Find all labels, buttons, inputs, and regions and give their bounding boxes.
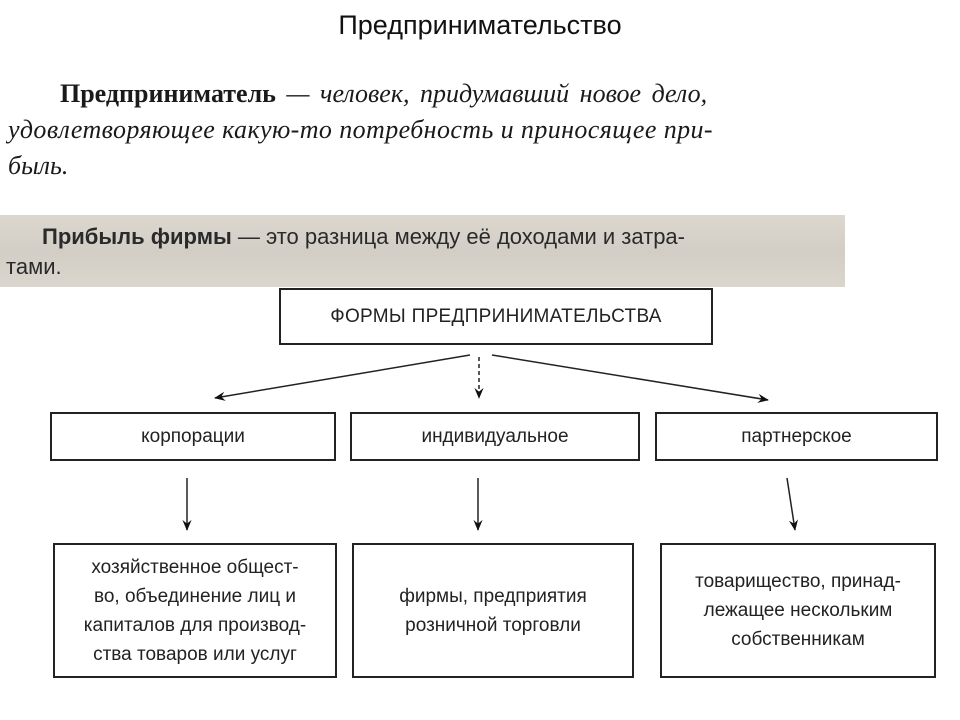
- profit-definition: Прибыль фирмы — это разница между её дох…: [0, 222, 845, 282]
- description-individual: фирмы, предприятия розничной торговли: [399, 585, 587, 636]
- form-label-individual: индивидуальное: [421, 425, 569, 447]
- profit-term: Прибыль фирмы: [42, 224, 232, 249]
- form-label-corporations: корпорации: [141, 425, 245, 447]
- description-box-corporations: хозяйственное общест- во, объединение ли…: [53, 543, 337, 678]
- arrow-root-to-corporations: [214, 354, 471, 401]
- form-box-corporations: корпорации: [50, 412, 336, 461]
- description-box-individual: фирмы, предприятия розничной торговли: [352, 543, 634, 678]
- entrepreneur-definition-line3: быль.: [8, 151, 69, 180]
- form-box-individual: индивидуальное: [350, 412, 640, 461]
- description-box-partnership: товарищество, принад- лежащее нескольким…: [660, 543, 936, 678]
- description-partnership: товарищество, принад- лежащее нескольким…: [695, 571, 901, 650]
- entrepreneur-definition-line2: удовлетворяющее какую-то потребность и п…: [8, 115, 713, 144]
- entrepreneur-definition-line1: — человек, придумавший новое дело,: [275, 79, 708, 108]
- arrow-partnership-to-desc: [786, 477, 798, 531]
- arrow-root-to-partnership: [491, 354, 769, 403]
- form-box-partnership: партнерское: [655, 412, 938, 461]
- profit-definition-line2: тами.: [6, 254, 62, 279]
- description-corporations: хозяйственное общест- во, объединение ли…: [83, 556, 307, 665]
- entrepreneur-term: Предприниматель: [60, 79, 276, 108]
- root-box-forms: ФОРМЫ ПРЕДПРИНИМАТЕЛЬСТВА: [279, 288, 713, 345]
- scanned-background: [0, 215, 845, 287]
- profit-definition-line1: — это разница между её доходами и затра-: [231, 224, 685, 249]
- page-title: Предпринимательство: [338, 10, 622, 40]
- form-label-partnership: партнерское: [741, 425, 852, 447]
- root-box-label: ФОРМЫ ПРЕДПРИНИМАТЕЛЬСТВА: [330, 305, 662, 327]
- entrepreneur-definition: Предприниматель — человек, придумавший н…: [8, 76, 953, 184]
